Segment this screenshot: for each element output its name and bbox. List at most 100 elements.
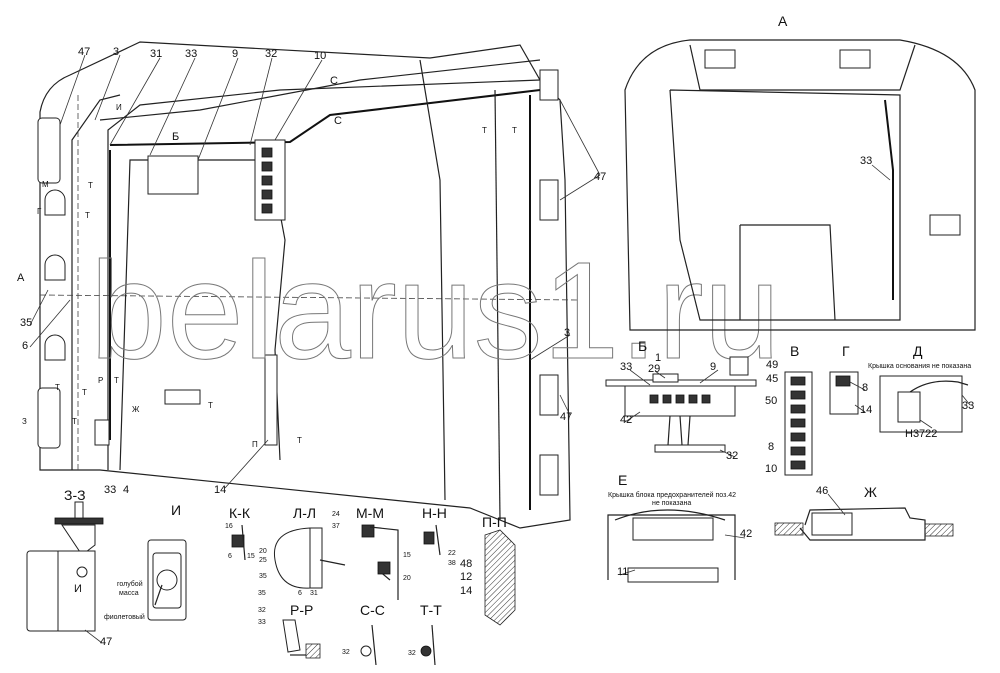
callout: 33 [258, 619, 266, 626]
callout: 35 [20, 317, 32, 329]
drawing-element [54, 517, 104, 525]
callout: 33 [104, 484, 116, 496]
drawing-element [607, 514, 736, 580]
view-B-title: Б [638, 338, 647, 354]
drawing-element [29, 289, 49, 326]
callout: Т [208, 401, 213, 410]
base-cover [879, 375, 963, 433]
callout: Т [512, 126, 517, 135]
section-PP-title: П-П [482, 514, 507, 530]
section-RR: Р-Р 32 33 [258, 602, 321, 659]
lamp-35b [44, 254, 66, 281]
cab-plan-view [29, 41, 601, 529]
bracket-32 [654, 444, 726, 453]
wire-label-violet: фиолетовый [104, 613, 145, 621]
section-KK: К-К 16 6 15 20 25 35 [225, 505, 267, 580]
callout: 11 [617, 566, 628, 578]
drawing-element [231, 534, 245, 548]
drawing-element [559, 174, 601, 201]
drawing-element [649, 394, 659, 404]
drawing-element [790, 446, 806, 456]
callout: 22 [448, 550, 456, 557]
drawing-element [529, 334, 571, 361]
section-NN: Н-Н 22 38 [422, 505, 456, 567]
callout: Т [114, 376, 119, 385]
callout: 15 [247, 553, 255, 560]
callout: 3 [564, 327, 570, 339]
view-B: Б 1 29 33 9 42 32 [605, 338, 757, 462]
drawing-element [261, 189, 273, 200]
drawing-element [261, 147, 273, 158]
callout: 35 [259, 573, 267, 580]
drawing-element [305, 643, 321, 659]
callout: 14 [214, 484, 226, 496]
section-RR-title: Р-Р [290, 602, 313, 618]
drawing-element [790, 404, 806, 414]
drawing-element [909, 380, 969, 393]
callout: 16 [225, 523, 233, 530]
callout: 35 [258, 590, 266, 597]
drawing-element [559, 99, 601, 176]
drawing-element [360, 645, 372, 657]
drawing-element [377, 561, 391, 575]
view-E-title: Е [618, 472, 627, 488]
lamp-35c [44, 334, 66, 361]
harness-14-clip [264, 354, 278, 446]
callout: 29 [648, 363, 660, 375]
callout: 47 [100, 636, 112, 648]
section-LL: Л-Л 24 37 35 6 31 [258, 505, 346, 597]
lamp-35 [273, 527, 311, 589]
module-46 [811, 512, 853, 536]
view-E-note-line1: Крышка блока предохранителей поз.42 [608, 491, 736, 499]
callout: 20 [403, 575, 411, 582]
view-G-title: Г [842, 343, 850, 359]
cab-roof-outline [39, 41, 571, 529]
fuses [649, 394, 711, 404]
drawing-element [420, 645, 432, 657]
drawing-element [57, 550, 96, 632]
section-TT-title: Т-Т [420, 602, 442, 618]
callout: Т [82, 388, 87, 397]
drawing-element [790, 390, 806, 400]
drawing-element [790, 376, 806, 386]
work-light-47 [26, 550, 61, 632]
callout: 12 [460, 571, 472, 583]
roof-edge-left [71, 94, 121, 470]
callout: Г [37, 207, 42, 216]
watermark-text: belarus1.ru [90, 234, 780, 388]
rotary-switch [156, 569, 178, 591]
right-lamps [539, 69, 559, 496]
leader-lines [29, 54, 601, 489]
callout: А [17, 272, 25, 284]
drawing-element [559, 394, 571, 416]
callout: 47 [594, 171, 606, 183]
switch-8 [835, 375, 851, 387]
callout: 20 [259, 548, 267, 555]
callout: Т [85, 211, 90, 220]
section-LL-title: Л-Л [293, 505, 316, 521]
drawing-element [249, 57, 273, 146]
hatched-profile [484, 529, 516, 626]
drawing-element [274, 59, 323, 141]
drawing-element [149, 57, 196, 156]
callout: 8 [768, 441, 774, 453]
callout: 38 [448, 560, 456, 567]
drawing-element [84, 629, 103, 644]
callout: 32 [408, 650, 416, 657]
callout: 15 [403, 552, 411, 559]
drawing-element [435, 524, 441, 556]
drawing-element [849, 381, 866, 413]
drawing-element [309, 527, 323, 589]
component-Zh [164, 389, 201, 405]
callout: 48 [460, 558, 472, 570]
callout: С [334, 115, 342, 127]
drawing-element [76, 566, 88, 578]
view-D: Д Крышка основания не показана 33 Н3722 [868, 343, 974, 440]
callout: 32 [726, 450, 738, 462]
drawing-element [689, 44, 916, 91]
section-KK-title: К-К [229, 505, 251, 521]
view-E-note-line2: не показана [652, 500, 691, 507]
wire-label-blue: голубой [117, 580, 143, 588]
callout: 42 [740, 528, 752, 540]
callout: Т [55, 383, 60, 392]
